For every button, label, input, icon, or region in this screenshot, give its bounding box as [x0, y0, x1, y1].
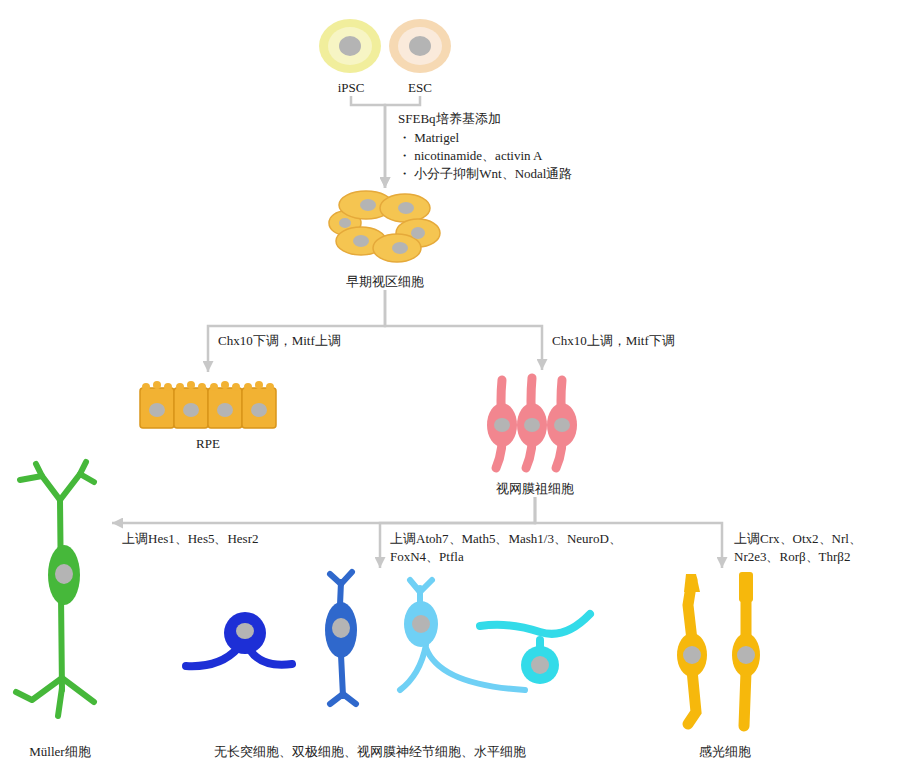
node-label: RPE	[194, 436, 222, 452]
rpe-cells	[140, 381, 276, 428]
gene-regulation-label: 上调Crx、Otx2、Nrl、Nr2e3、Rorβ、Thrβ2	[732, 530, 906, 566]
method-note: SFEBq培养基添加	[396, 110, 503, 128]
arrow-connector	[385, 290, 542, 370]
arrow-connector	[351, 96, 385, 188]
node-label: 视网膜祖细胞	[494, 481, 576, 497]
horizontal-cell	[480, 614, 590, 684]
cell-group: RPE	[134, 372, 282, 452]
cell-group: 视网膜祖细胞	[478, 370, 592, 497]
ipsc-cell-inner	[328, 27, 372, 65]
esc-cell	[389, 19, 451, 73]
stem-cell: iPSC	[318, 16, 384, 96]
ipsc-cell	[319, 19, 381, 73]
method-note: ・ Matrigel	[396, 129, 461, 147]
gene-regulation-label: Chx10下调，Mitf上调	[216, 332, 343, 350]
ganglion-cell	[400, 580, 525, 690]
gene-regulation-label: 上调Atoh7、Math5、Mash1/3、NeuroD、FoxN4、Ptfla	[388, 530, 654, 566]
amacrine-cell	[186, 612, 292, 666]
photoreceptor-cells	[677, 572, 760, 726]
esc-cell-inner	[398, 27, 442, 65]
arrow-connector	[112, 497, 535, 523]
gene-regulation-label: Chx10上调，Mitf下调	[550, 332, 677, 350]
nuclei	[339, 199, 425, 254]
method-note: ・ nicotinamide、activin A	[396, 147, 544, 165]
node-label: ESC	[406, 80, 434, 96]
cell-group: 早期视区细胞	[326, 188, 444, 290]
cell-type: Müller细胞	[8, 455, 112, 760]
gene-regulation-label: 上调Hes1、Hes5、Hesr2	[120, 530, 260, 548]
node-label: iPSC	[336, 80, 367, 96]
cell-cluster	[329, 191, 440, 262]
nucleus	[409, 36, 431, 56]
progenitor-cells	[487, 378, 577, 468]
node-label: 感光细胞	[697, 744, 753, 760]
muller-cell	[16, 462, 94, 716]
bipolar-cell	[325, 572, 357, 704]
node-label: Müller细胞	[27, 744, 92, 760]
arrow-connector	[208, 290, 385, 372]
stem-cell: ESC	[388, 16, 452, 96]
method-note: ・ 小分子抑制Wnt、Nodal通路	[396, 165, 574, 183]
cell-type: 感光细胞	[664, 568, 786, 760]
cell-type: 无长突细胞、双极细胞、视网膜神经节细胞、水平细胞	[172, 568, 568, 760]
node-label: 早期视区细胞	[344, 274, 426, 290]
nucleus	[339, 36, 361, 56]
node-label: 无长突细胞、双极细胞、视网膜神经节细胞、水平细胞	[212, 744, 528, 760]
